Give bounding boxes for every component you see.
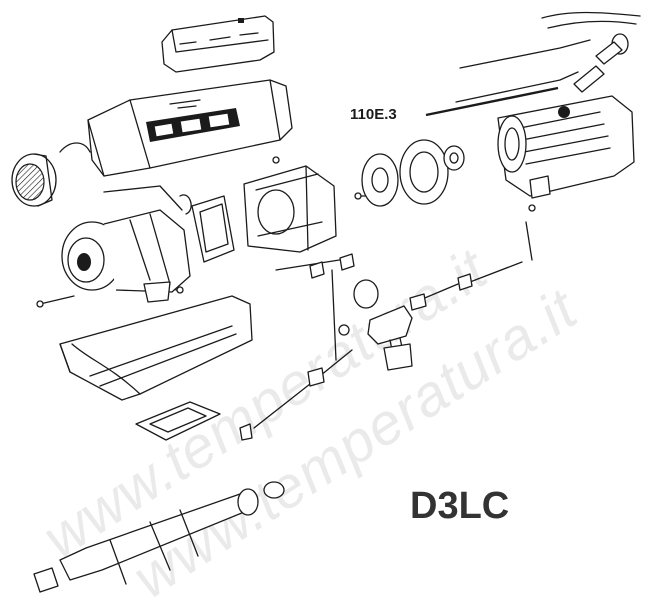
- blower-motor-part: [61, 185, 192, 303]
- model-label: D3LC: [410, 485, 509, 527]
- glow-plug-harness: [455, 11, 641, 118]
- burner-discs: [361, 139, 465, 207]
- part-callout-label: 110E.3: [350, 106, 397, 123]
- dosing-pump-part: [338, 279, 413, 371]
- top-cover-part: [161, 15, 275, 73]
- gasket-part: [191, 195, 235, 263]
- part-callout: 110E.3: [350, 86, 559, 123]
- upper-housing-part: [59, 79, 293, 177]
- lower-housing-part: [59, 295, 253, 401]
- combustion-chamber-part: [497, 95, 635, 199]
- mounting-gasket-part: [135, 401, 221, 441]
- fuel-lines: [239, 221, 533, 441]
- exhaust-silencer-part: [33, 481, 285, 593]
- air-filter-part: [11, 153, 57, 207]
- heat-exchanger-part: [243, 165, 337, 253]
